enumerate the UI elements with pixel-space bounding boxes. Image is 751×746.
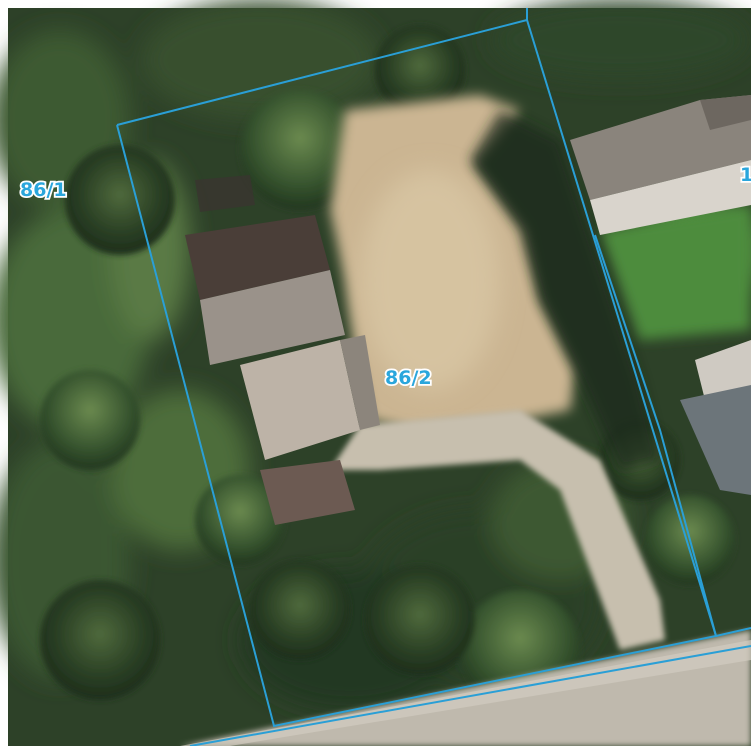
parcel-label-86-1: 86/1 — [20, 179, 67, 201]
parcel-label-86-2: 86/2 — [385, 367, 432, 389]
parcel-label-neighbor: 1 — [740, 164, 751, 186]
parcel-boundary-right — [594, 234, 717, 637]
road-boundary-upper — [715, 627, 751, 637]
parcel-boundaries — [116, 8, 751, 746]
road-boundary-lower — [189, 645, 751, 746]
